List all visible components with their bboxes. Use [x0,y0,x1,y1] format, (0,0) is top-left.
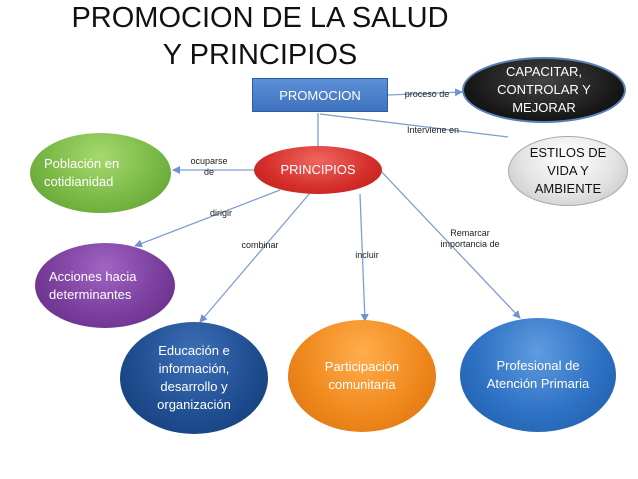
node-educacion: Educación e información, desarrollo y or… [120,322,268,434]
node-acciones: Acciones hacia determinantes [35,243,175,328]
node-poblacion: Población en cotidianidad [30,133,171,213]
node-profesional: Profesional de Atención Primaria [460,318,616,432]
connector-interviene-en [319,113,509,138]
edge-label-remarcar: Remarcar importancia de [440,228,500,249]
connector-incluir [359,193,369,322]
node-estilos: ESTILOS DE VIDA Y AMBIENTE [508,136,628,206]
edge-label-proceso-de: proceso de [404,89,450,99]
page-title: PROMOCION DE LA SALUD Y PRINCIPIOS [71,2,449,71]
connector-combinar [199,192,311,323]
node-promocion: PROMOCION [252,78,388,112]
connector-remarcar [377,167,521,319]
node-principios: PRINCIPIOS [254,146,382,194]
edge-label-incluir: incluir [355,250,379,260]
edge-label-interviene-en: Interviene en [406,125,460,135]
connector-dirigir [134,189,281,248]
node-capacitar: CAPACITAR, CONTROLAR Y MEJORAR [462,57,626,123]
connector-proceso-de [387,88,463,97]
edge-label-dirigir: dirigir [209,208,232,218]
edge-label-ocuparse-de: ocuparse de [190,156,228,177]
node-participacion: Participación comunitaria [288,320,436,432]
edge-label-combinar: combinar [241,240,279,250]
